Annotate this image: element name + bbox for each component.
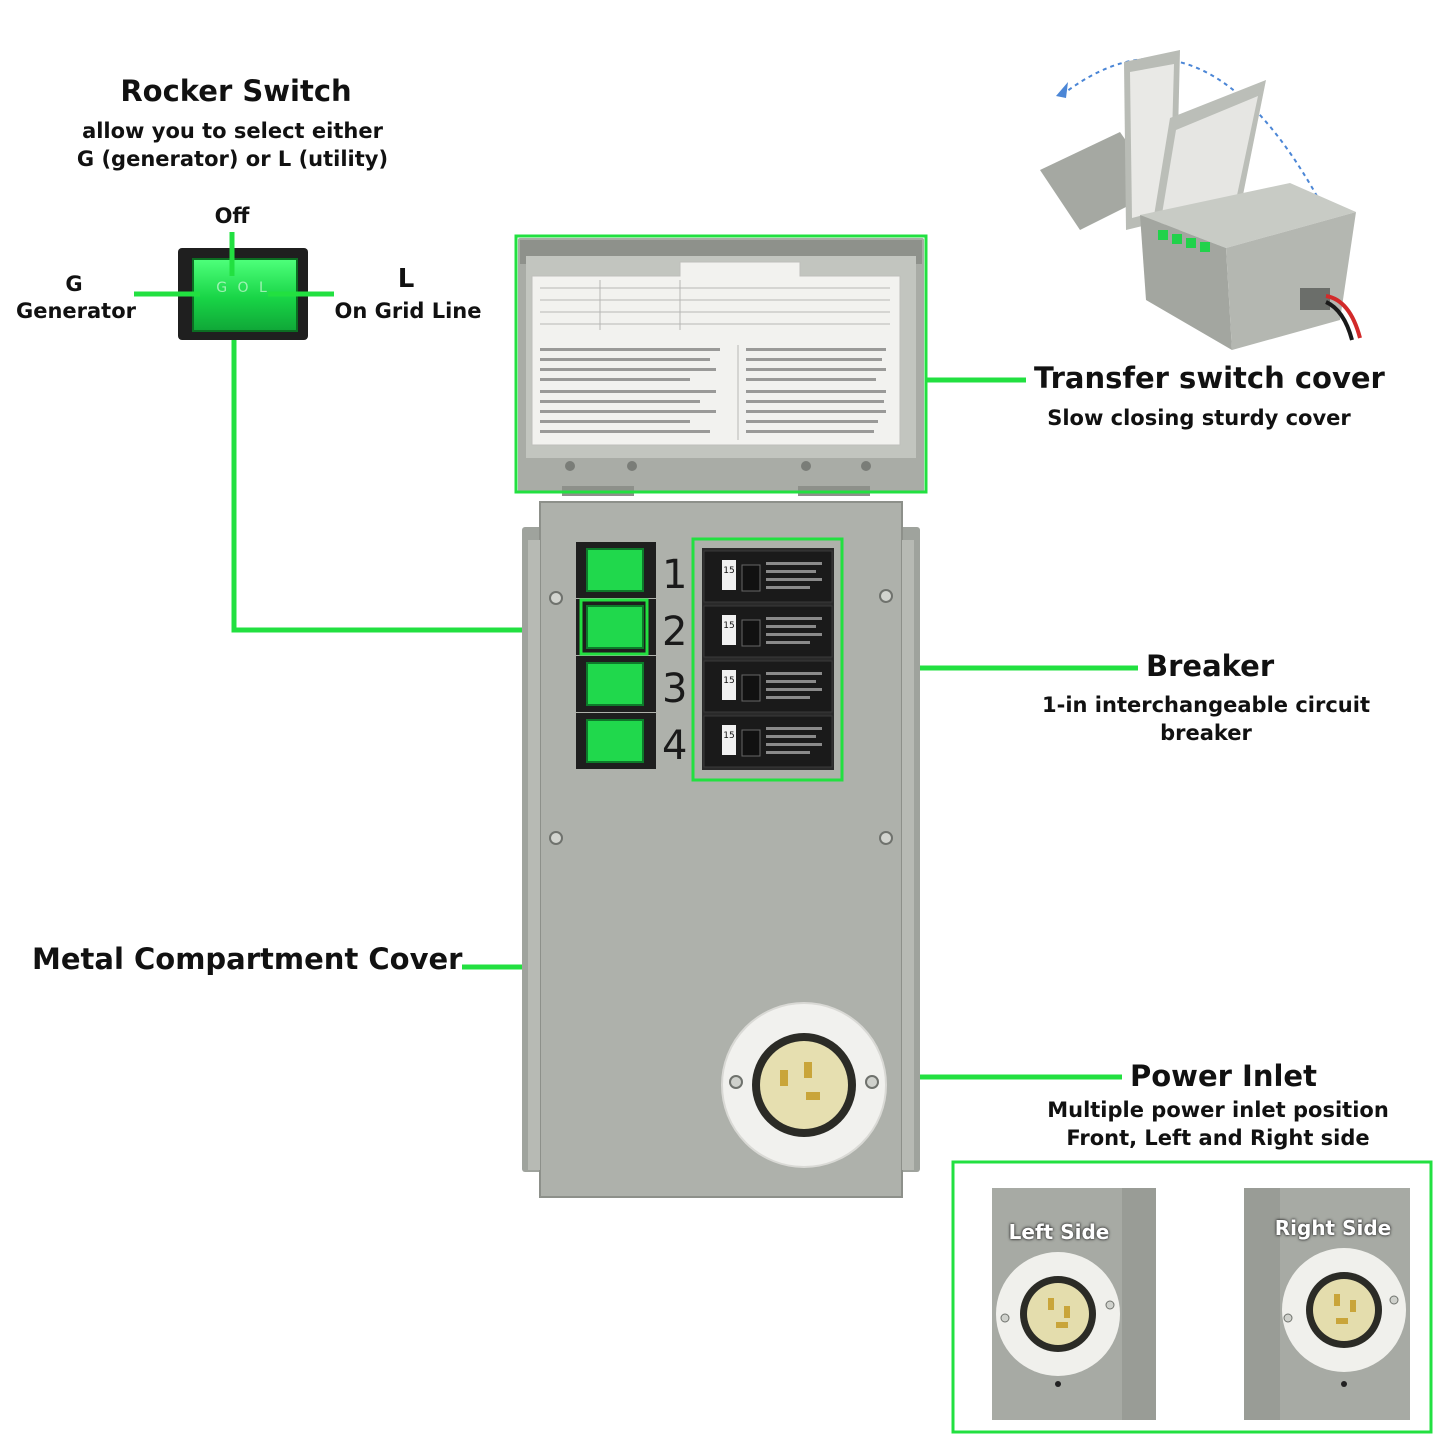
power-inlet-title: Power Inlet bbox=[1130, 1059, 1317, 1093]
circuit-number-2: 2 bbox=[662, 609, 688, 655]
panel-rocker-switches bbox=[576, 542, 656, 769]
power-inlet-desc-line2: Front, Left and Right side bbox=[1066, 1126, 1370, 1150]
right-side-view bbox=[1244, 1188, 1410, 1420]
breaker-amp-rating-2: 15 bbox=[723, 621, 735, 631]
rocker-switch-desc-line2: G (generator) or L (utility) bbox=[76, 147, 389, 171]
open-cover-illustration bbox=[1040, 50, 1362, 350]
circuit-number-3: 3 bbox=[662, 666, 688, 712]
breaker-amp-rating-4: 15 bbox=[723, 731, 735, 741]
off-position-label: Off bbox=[214, 204, 250, 228]
breaker-amp-rating-3: 15 bbox=[723, 676, 735, 686]
cover-subtitle: Slow closing sturdy cover bbox=[1047, 406, 1351, 430]
right-side-label: Right Side bbox=[1274, 1216, 1392, 1240]
rocker-switch-title: Rocker Switch bbox=[120, 74, 352, 108]
breaker-amp-rating-1: 15 bbox=[723, 566, 735, 576]
metal-cover-title: Metal Compartment Cover bbox=[32, 942, 463, 976]
front-power-inlet bbox=[721, 1002, 887, 1168]
left-side-view bbox=[992, 1188, 1156, 1420]
circuit-number-4: 4 bbox=[662, 723, 688, 769]
generator-label: Generator bbox=[15, 299, 137, 323]
breaker-stack bbox=[702, 548, 834, 770]
l-letter-label: L bbox=[397, 264, 415, 294]
on-grid-line-label: On Grid Line bbox=[334, 299, 482, 323]
rocker-switch-letters: G O L bbox=[216, 280, 270, 296]
rocker-switch-desc-line1: allow you to select either bbox=[82, 119, 383, 143]
breaker-desc-line2: breaker bbox=[1160, 721, 1252, 745]
circuit-number-1: 1 bbox=[662, 552, 688, 598]
power-inlet-desc-line1: Multiple power inlet position bbox=[1047, 1098, 1389, 1122]
g-letter-label: G bbox=[65, 272, 83, 296]
cover-title: Transfer switch cover bbox=[1034, 361, 1385, 395]
breaker-title: Breaker bbox=[1146, 649, 1275, 683]
breaker-desc-line1: 1-in interchangeable circuit bbox=[1042, 693, 1370, 717]
left-side-label: Left Side bbox=[1008, 1220, 1110, 1244]
